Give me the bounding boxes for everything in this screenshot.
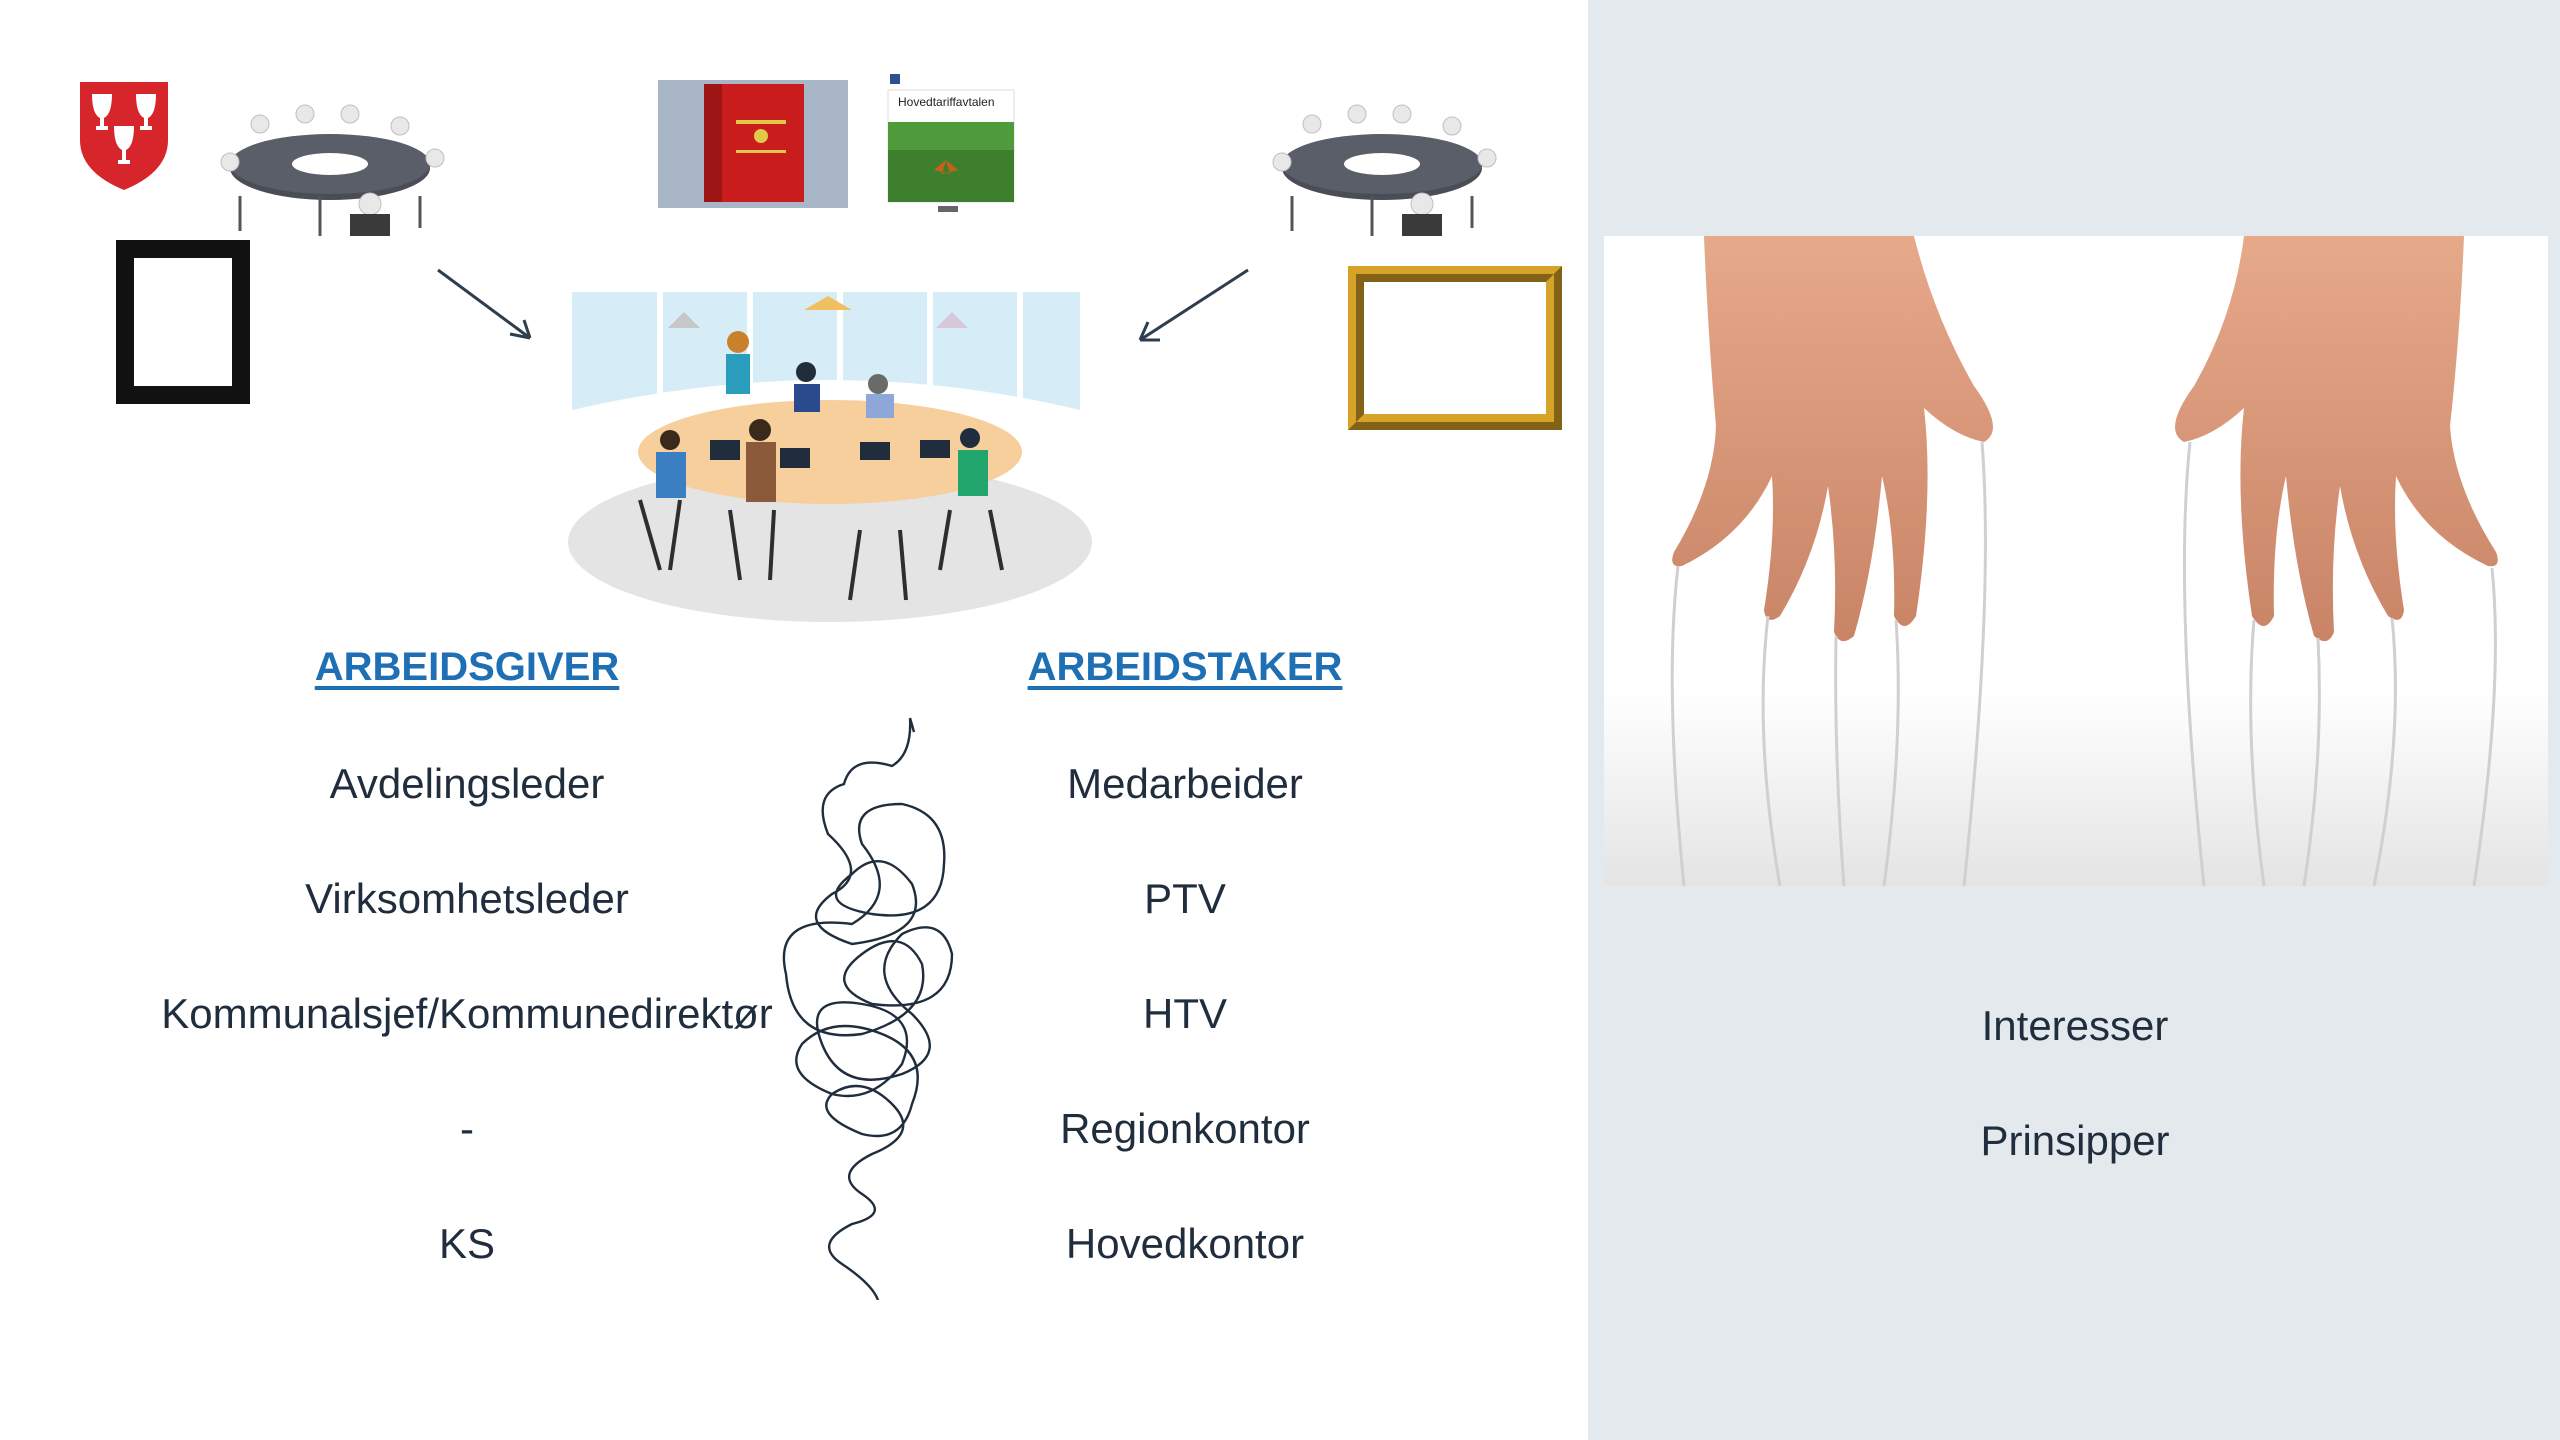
- employee-item: Medarbeider: [1067, 760, 1303, 807]
- book-title: Hovedtariffavtalen: [898, 95, 995, 109]
- employer-header: ARBEIDSGIVER: [314, 645, 620, 689]
- conference-table-icon: [1272, 104, 1497, 236]
- employer-item: Kommunalsjef/Kommunedirektør: [161, 990, 773, 1037]
- meeting-illustration: [568, 292, 1092, 622]
- employer-item: Avdelingsleder: [329, 760, 605, 807]
- employer-item: -: [460, 1105, 474, 1152]
- conference-table-icon: [220, 104, 445, 236]
- puppet-hands-image: [1604, 236, 2548, 886]
- employee-item: Regionkontor: [1060, 1105, 1310, 1152]
- employee-item: HTV: [1143, 990, 1227, 1037]
- coat-of-arms-icon: [80, 82, 168, 190]
- employer-item: KS: [438, 1220, 496, 1267]
- arrow-icon: [437, 268, 532, 340]
- interests-label: Interesser: [1981, 1002, 2169, 1049]
- employer-item: Virksomhetsleder: [305, 875, 629, 922]
- arrow-icon: [1138, 268, 1249, 342]
- employee-header: ARBEIDSTAKER: [1027, 645, 1343, 689]
- employee-item: Hovedkontor: [1065, 1220, 1305, 1267]
- agreement-book-icon: Hovedtariffavtalen: [887, 74, 1015, 212]
- law-book-icon: [658, 80, 848, 208]
- employee-item: PTV: [1144, 875, 1226, 922]
- principles-label: Prinsipper: [1980, 1117, 2170, 1164]
- tangled-line-icon: [782, 717, 954, 1300]
- black-frame-icon: [116, 240, 250, 404]
- gold-frame-icon: [1348, 266, 1562, 430]
